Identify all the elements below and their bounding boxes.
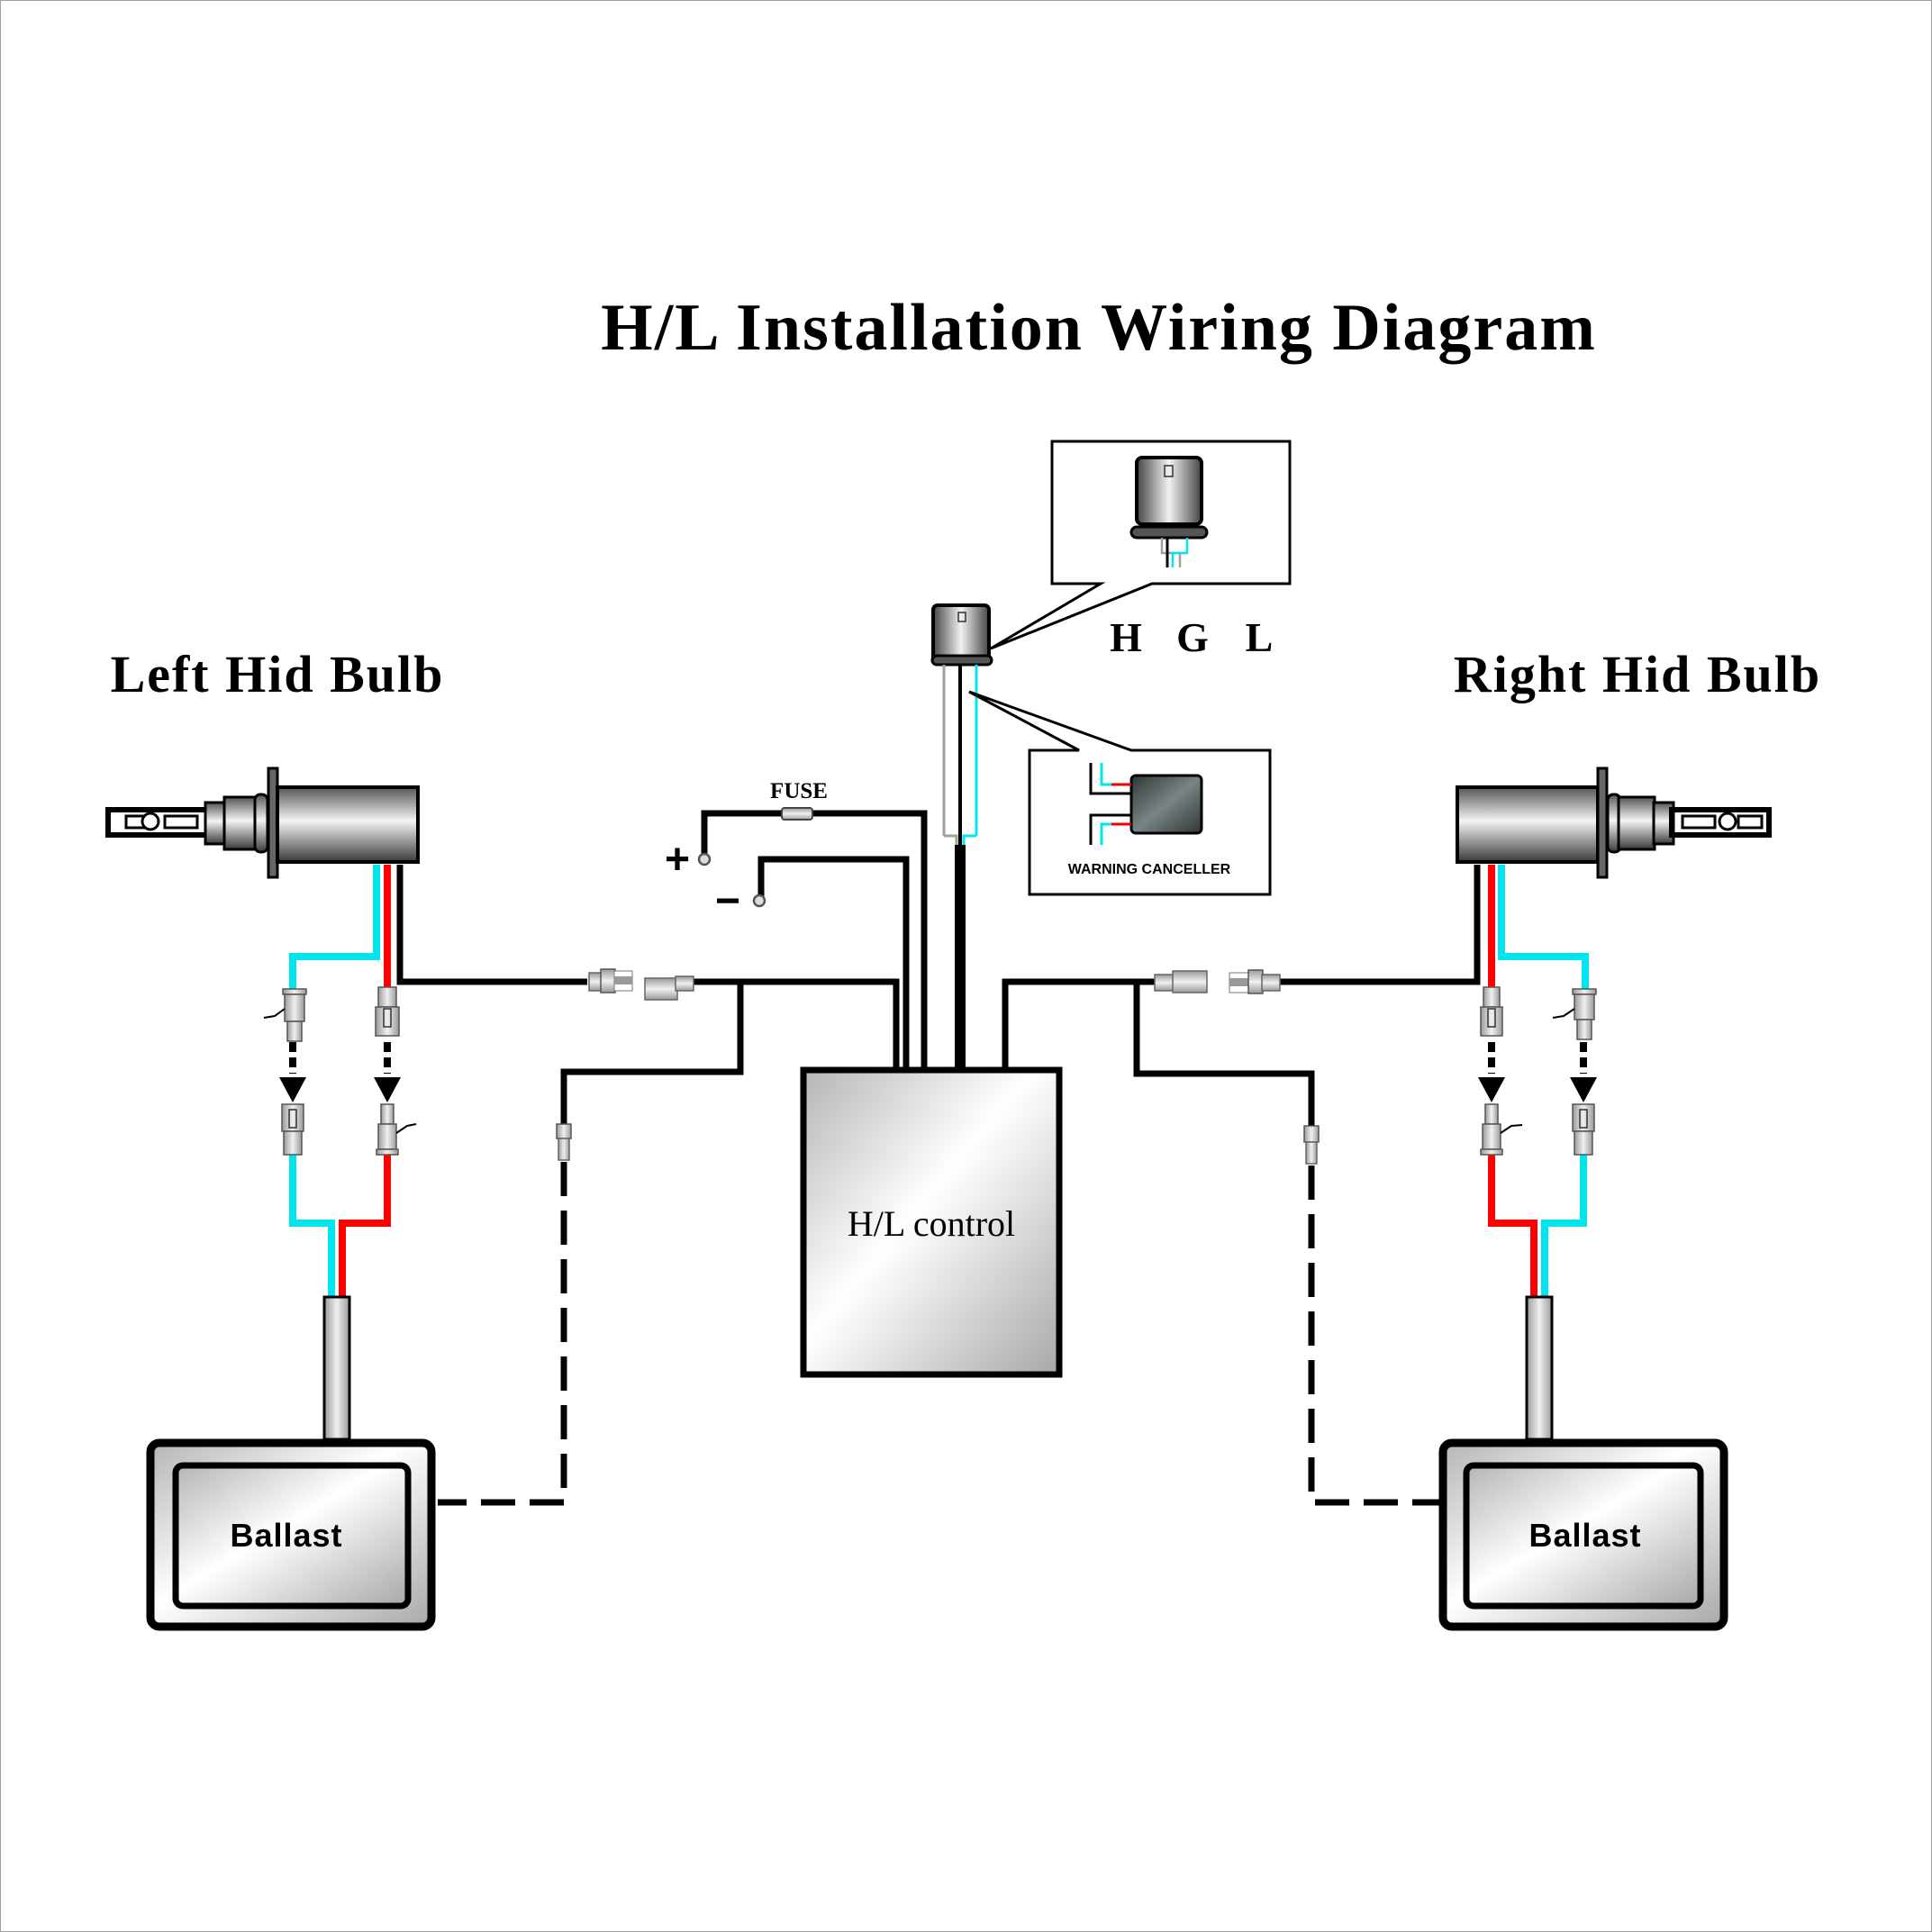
right-ballast-box: [1438, 1438, 1728, 1631]
right-center-connector-female: [1154, 970, 1208, 993]
fuse-label: FUSE: [770, 779, 828, 803]
pin-label-l: L: [1246, 614, 1274, 660]
relay-icon: [930, 603, 993, 847]
right-ballast-label: Ballast: [1528, 1517, 1641, 1554]
right-bulb-label: Right Hid Bulb: [1454, 645, 1821, 703]
left-connector-red-upper: [375, 986, 400, 1037]
right-hid-bulb-icon: [1456, 766, 1772, 879]
warning-canceller-icon: [1089, 763, 1203, 845]
left-hid-bulb-icon: [105, 766, 420, 879]
left-connector-cyan-upper: [263, 988, 307, 1042]
left-ballast-label: Ballast: [230, 1517, 342, 1554]
positive-terminal-label: +: [665, 836, 690, 884]
left-bulb-wiring: [279, 865, 401, 1441]
pin-label-g: G: [1176, 614, 1209, 660]
right-connector-red-upper: [1480, 986, 1503, 1037]
left-connector-cyan-lower: [281, 1103, 304, 1156]
right-center-connector-male: [1229, 969, 1281, 994]
relay-callout: [990, 440, 1292, 650]
negative-terminal-label: −: [715, 877, 740, 925]
hl-control-label: H/L control: [848, 1203, 1015, 1244]
left-center-connector-male: [588, 968, 633, 993]
left-harness-wiring: [396, 865, 900, 1506]
right-ballast-signal-connector: [1303, 1125, 1320, 1165]
hl-control-box: [800, 1066, 1063, 1378]
warning-canceller-callout: WARNING CANCELLER: [968, 690, 1272, 896]
right-connector-cyan-lower: [1572, 1103, 1595, 1156]
power-wiring: [697, 810, 966, 1067]
right-connector-cyan-upper: [1552, 988, 1597, 1040]
right-connector-red-lower: [1480, 1103, 1523, 1156]
left-ballast-box: [146, 1438, 436, 1631]
left-center-connector-female: [644, 975, 694, 1001]
left-ballast-signal-connector: [556, 1123, 572, 1161]
diagram-title: H/L Installation Wiring Diagram: [601, 291, 1597, 365]
left-connector-red-lower: [376, 1103, 417, 1156]
right-harness-wiring: [1002, 865, 1481, 1506]
right-bulb-wiring: [1478, 865, 1597, 1441]
pin-label-h: H: [1110, 614, 1142, 660]
fuse-icon: [781, 807, 813, 821]
left-bulb-label: Left Hid Bulb: [111, 645, 445, 703]
warning-canceller-label: WARNING CANCELLER: [1068, 862, 1231, 877]
